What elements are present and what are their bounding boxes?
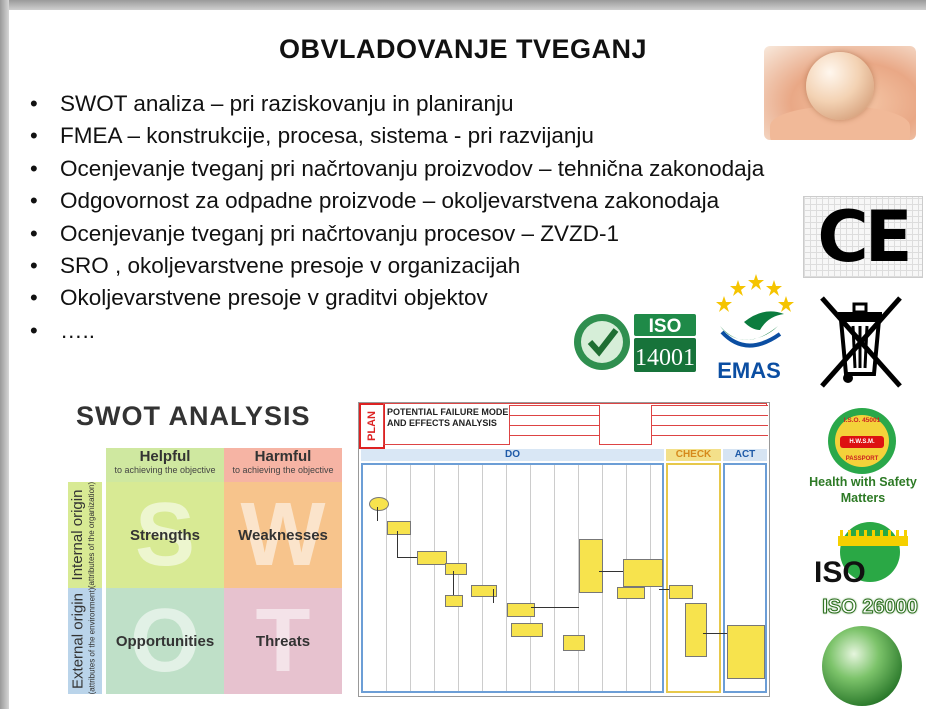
fmea-flow-box xyxy=(623,559,663,587)
swot-external-origin-label: External origin(attributes of the enviro… xyxy=(68,588,102,694)
bullet-dot: • xyxy=(30,317,38,343)
fmea-plan-tag: PLAN xyxy=(359,403,385,449)
fmea-flow-box xyxy=(669,585,693,599)
bullet-dot: • xyxy=(30,123,38,149)
fmea-flow-line xyxy=(397,531,398,557)
emas-emblem-icon xyxy=(716,274,794,348)
slide-frame-left xyxy=(0,0,9,709)
bullet-item: •Ocenjevanje tveganj pri načrtovanju pro… xyxy=(28,218,764,250)
bullet-dot: • xyxy=(30,188,38,214)
fmea-header-grid xyxy=(651,405,768,445)
fmea-flow-box xyxy=(579,539,603,593)
fmea-flow-box xyxy=(507,603,535,617)
fmea-worksheet-image: PLAN POTENTIAL FAILURE MODE AND EFFECTS … xyxy=(358,402,770,697)
fmea-do-area xyxy=(361,463,664,693)
swot-harmful-header: Harmful to achieving the objective xyxy=(224,448,342,482)
swot-weaknesses-cell: W Weaknesses xyxy=(224,482,342,588)
bullet-dot: • xyxy=(30,155,38,181)
fmea-header-grid xyxy=(509,405,600,445)
fmea-flow-line xyxy=(703,633,727,634)
green-globe-icon xyxy=(822,626,902,706)
fmea-do-band: DO xyxy=(361,449,664,461)
fmea-flow-box xyxy=(563,635,585,651)
iso-social-responsibility-logo: ISO xyxy=(814,522,908,589)
fmea-flow-box xyxy=(685,603,707,657)
bullet-item: •Okoljevarstvene presoje v graditvi obje… xyxy=(28,282,764,314)
slide-title: OBVLADOVANJE TVEGANJ xyxy=(278,34,648,64)
bullet-item: •SRO , okoljevarstvene presoje v organiz… xyxy=(28,250,764,282)
ce-mark-text: CE xyxy=(817,196,912,278)
fmea-flow-line xyxy=(397,557,417,558)
swot-title: SWOT ANALYSIS xyxy=(76,401,311,431)
fmea-act-band: ACT xyxy=(723,449,767,461)
fmea-flow-box xyxy=(471,585,497,597)
globe-shape xyxy=(806,52,874,120)
iso-sro-text: ISO xyxy=(814,556,866,589)
bullet-item: •SWOT analiza – pri raziskovanju in plan… xyxy=(28,88,764,120)
swot-threats-cell: T Threats xyxy=(224,588,342,694)
fmea-flow-line xyxy=(493,589,494,603)
fmea-header-grid xyxy=(599,405,652,445)
iso-45001-passport-logo: I.S.O. 45001 H.W.S.M. PASSPORT xyxy=(828,408,896,474)
fmea-flow-line xyxy=(531,607,579,608)
fmea-flow-box xyxy=(445,595,463,607)
bullet-dot: • xyxy=(30,252,38,278)
iso-14001-logo: ISO 14001 xyxy=(574,314,696,372)
fmea-flow-box xyxy=(387,521,411,535)
fmea-flow-box xyxy=(617,587,645,599)
fmea-flow-line xyxy=(377,507,378,521)
ce-mark-logo: CE xyxy=(803,196,923,278)
fmea-flow-box xyxy=(511,623,543,637)
fmea-flow-box xyxy=(445,563,467,575)
swot-strengths-cell: S Strengths xyxy=(106,482,224,588)
emas-label: EMAS xyxy=(717,358,781,383)
iso-14001-top-text: ISO xyxy=(649,316,682,337)
crossed-bin-icon xyxy=(820,296,902,388)
bullet-dot: • xyxy=(30,220,38,246)
fmea-flow-box xyxy=(369,497,389,511)
fmea-check-area xyxy=(666,463,721,693)
bullet-item: •Ocenjevanje tveganj pri načrtovanju pro… xyxy=(28,153,764,185)
fmea-flow-line xyxy=(659,589,669,590)
bullet-dot: • xyxy=(30,285,38,311)
fmea-flow-box xyxy=(727,625,765,679)
fmea-flow-line xyxy=(453,571,454,595)
swot-helpful-header: Helpful to achieving the objective xyxy=(106,448,224,482)
bullet-item: •FMEA – konstrukcije, procesa, sistema -… xyxy=(28,120,764,152)
fmea-check-band: CHECK xyxy=(666,449,721,461)
bullet-item: •….. xyxy=(28,315,764,347)
iso-26000-text: ISO 26000 xyxy=(822,596,919,619)
fmea-title: POTENTIAL FAILURE MODE AND EFFECTS ANALY… xyxy=(387,407,509,428)
iso-14001-number-text: 14001 xyxy=(635,345,695,371)
bullet-item: •Odgovornost za odpadne proizvode – okol… xyxy=(28,185,764,217)
fmea-flow-line xyxy=(599,571,623,572)
emas-logo: EMAS xyxy=(704,266,794,384)
globe-in-hands-image xyxy=(764,46,916,140)
bullet-list: •SWOT analiza – pri raziskovanju in plan… xyxy=(28,88,764,347)
health-with-safety-matters-text: Health with Safety Matters xyxy=(809,475,917,505)
fmea-flow-box xyxy=(417,551,447,565)
bullet-dot: • xyxy=(30,91,38,116)
slide-frame-top xyxy=(0,0,926,10)
swot-opportunities-cell: O Opportunities xyxy=(106,588,224,694)
swot-internal-origin-label: Internal origin(attributes of the organi… xyxy=(68,482,102,588)
